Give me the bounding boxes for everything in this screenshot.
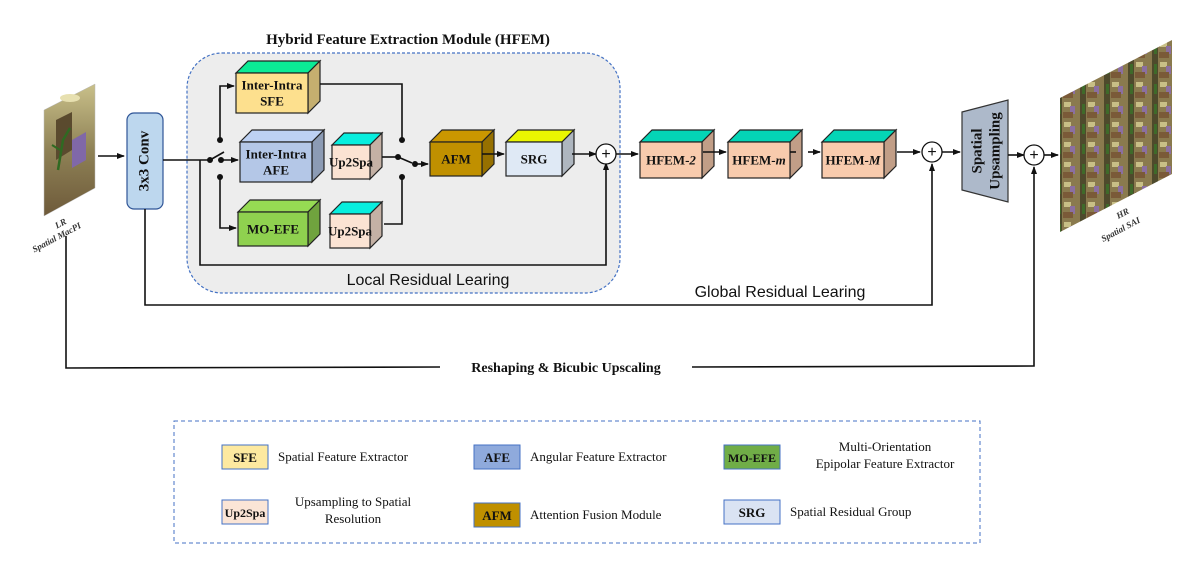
legend-box (173, 420, 981, 544)
reshaping-path-right (691, 166, 1037, 368)
legend-desc: Epipolar Feature Extractor (816, 456, 955, 471)
hfem-block-2-label: HFEM-m (732, 153, 785, 168)
inter-intra-afe-block-label: Inter-Intra (246, 147, 307, 162)
legend-desc: Angular Feature Extractor (530, 449, 667, 464)
global-residual-path (144, 163, 935, 306)
up2spa-bottom-block-label: Up2Spa (328, 224, 373, 239)
legend-desc: Multi-Orientation (839, 439, 932, 454)
wire-sfe-out (320, 83, 403, 140)
srg-block: SRG (504, 128, 576, 178)
legend-swatch (723, 444, 781, 470)
legend-abbr: AFM (482, 508, 512, 523)
legend-abbr: Up2Spa (225, 506, 266, 520)
srg-block-label: SRG (521, 152, 548, 167)
legend-item-afe: AFE Angular Feature Extractor (473, 444, 667, 470)
legend-item-srg: SRG Spatial Residual Group (723, 499, 911, 525)
legend-swatch (723, 499, 781, 525)
inter-intra-sfe-block-label: SFE (260, 94, 284, 109)
hfem-block-2: HFEM-m (726, 128, 804, 180)
svg-text:+: + (601, 146, 610, 163)
legend-abbr: SRG (739, 505, 766, 520)
up2spa-top-block-label: Up2Spa (329, 155, 374, 170)
legend-desc: Upsampling to Spatial (295, 494, 412, 509)
wire-up2spa-bottom-out (384, 177, 403, 225)
svg-text:+: + (927, 144, 936, 161)
svg-text:+: + (1029, 147, 1038, 164)
wire-to-sfe (219, 83, 235, 140)
hfem-block-3-label: HFEM-M (826, 153, 881, 168)
hfem-block-1-label: HFEM-2 (646, 153, 696, 168)
legend-desc: Resolution (325, 511, 382, 526)
hfem-title: Hybrid Feature Extraction Module (HFEM) (266, 32, 550, 48)
reshaping-label: Reshaping & Bicubic Upscaling (471, 361, 660, 376)
legend-item-sfe: SFE Spatial Feature Extractor (221, 444, 409, 470)
up2spa-top-block: Up2Spa (329, 131, 384, 181)
afm-block-label: AFM (441, 152, 471, 167)
legend-desc: Spatial Feature Extractor (278, 449, 409, 464)
legend-abbr: AFE (484, 450, 510, 465)
inter-intra-sfe-block-label: Inter-Intra (242, 78, 303, 93)
legend-swatch (473, 444, 521, 470)
hfem-block-1: HFEM-2 (638, 128, 716, 180)
lr-input-image (43, 83, 96, 217)
legend-item-afm: AFM Attention Fusion Module (473, 502, 662, 528)
hr-output-image (1060, 40, 1172, 232)
local-residual-path (199, 160, 609, 266)
global-residual-label: Global Residual Learing (695, 284, 866, 301)
legend-abbr: SFE (233, 450, 257, 465)
legend-desc: Attention Fusion Module (530, 507, 662, 522)
mo-efe-block: MO-EFE (236, 198, 322, 248)
legend-swatch (221, 444, 269, 470)
hfem-block-3: HFEM-M (820, 128, 898, 180)
svg-text:Upsampling: Upsampling (987, 112, 1003, 190)
legend-swatch (473, 502, 521, 528)
afm-block: AFM (428, 128, 496, 178)
legend-desc: Spatial Residual Group (790, 504, 911, 519)
svg-text:Spatial: Spatial (969, 128, 985, 173)
reshaping-path-left (65, 236, 441, 369)
inter-intra-afe-block-label: AFE (263, 163, 289, 178)
mo-efe-block-label: MO-EFE (247, 222, 299, 237)
wire-to-moefe (219, 177, 237, 231)
up2spa-bottom-block: Up2Spa (328, 200, 384, 250)
legend-swatch (221, 499, 269, 525)
local-residual-label: Local Residual Learing (347, 272, 510, 289)
conv-label: 3x3 Conv (136, 130, 152, 191)
legend-abbr: MO-EFE (728, 451, 776, 465)
spatial-upsampling-block (961, 99, 1009, 203)
